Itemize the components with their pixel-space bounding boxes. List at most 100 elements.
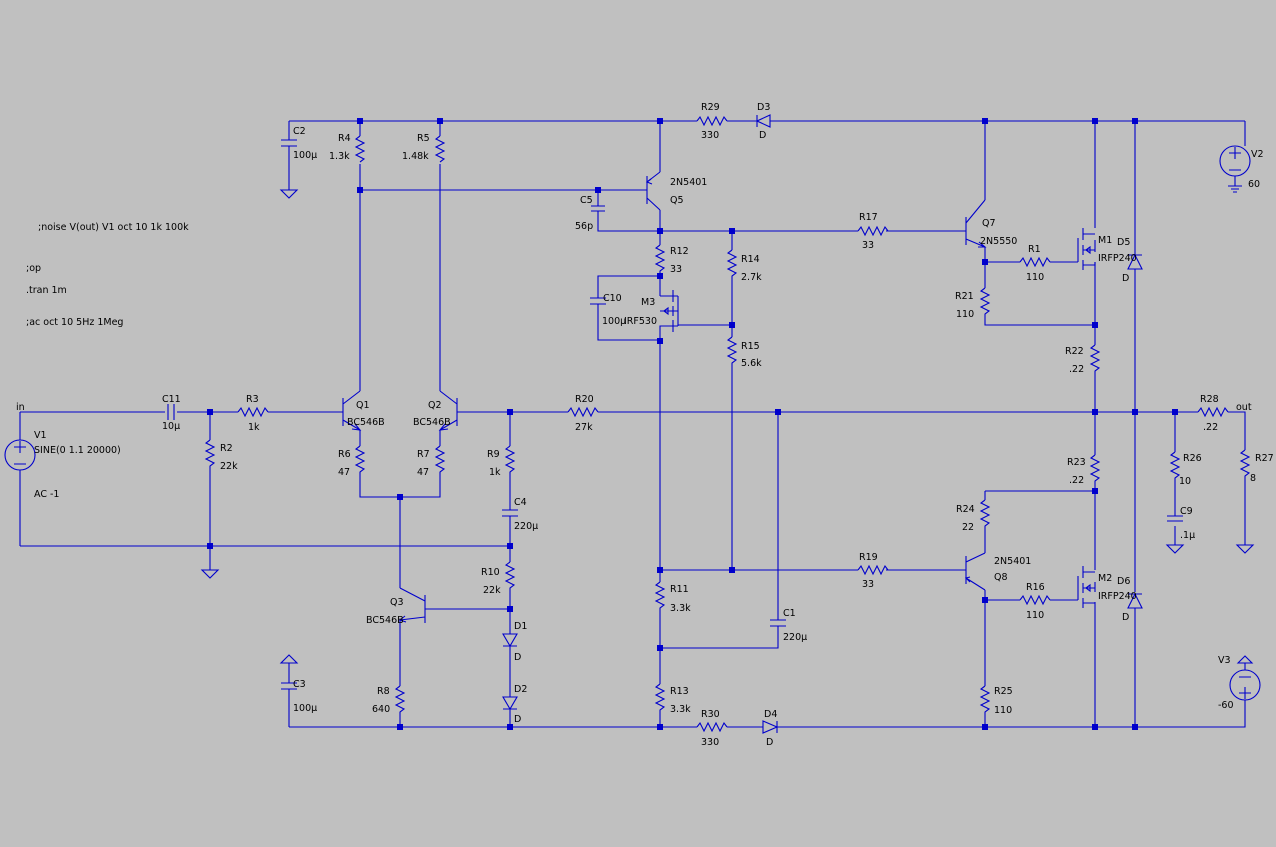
q5-name: Q5	[670, 195, 684, 206]
resistor-r3[interactable]	[237, 406, 269, 418]
resistor-r10[interactable]	[504, 561, 516, 594]
directive-tran[interactable]: .tran 1m	[26, 285, 67, 296]
capacitor-c3[interactable]	[281, 682, 297, 695]
resistor-r8[interactable]	[394, 685, 406, 716]
ground-icon	[1235, 544, 1255, 554]
c3-name: C3	[293, 679, 306, 690]
ground-icon	[1165, 544, 1185, 554]
r27-name: R27	[1255, 453, 1274, 464]
transistor-q3[interactable]	[398, 587, 436, 623]
v2-name: V2	[1251, 149, 1264, 160]
directive-ac[interactable]: ;ac oct 10 5Hz 1Meg	[26, 317, 123, 328]
directive-noise[interactable]: ;noise V(out) V1 oct 10 1k 100k	[38, 222, 189, 233]
v1-name: V1	[34, 430, 47, 441]
capacitor-c10[interactable]	[590, 297, 606, 314]
resistor-r5[interactable]	[434, 135, 446, 163]
r4-name: R4	[338, 133, 351, 144]
capacitor-c4[interactable]	[502, 509, 518, 520]
d1-value: D	[514, 652, 521, 663]
resistor-r7[interactable]	[434, 445, 446, 476]
resistor-r22[interactable]	[1089, 344, 1101, 376]
d3-value: D	[759, 130, 766, 141]
transistor-q1[interactable]	[336, 390, 362, 431]
resistor-r14[interactable]	[726, 249, 738, 282]
port-out-label: out	[1236, 402, 1252, 413]
resistor-r28[interactable]	[1197, 406, 1229, 418]
capacitor-c9[interactable]	[1167, 515, 1183, 522]
d6-name: D6	[1117, 576, 1130, 587]
m2-model: IRFP240	[1098, 591, 1137, 602]
source-v1[interactable]	[4, 439, 36, 471]
c2-value: 100µ	[293, 150, 317, 161]
resistor-r26[interactable]	[1169, 451, 1181, 484]
capacitor-c2[interactable]	[281, 139, 297, 152]
resistor-r19[interactable]	[857, 564, 889, 576]
c9-value: .1µ	[1180, 530, 1195, 541]
diode-d5[interactable]	[1127, 253, 1143, 270]
r17-value: 33	[862, 240, 874, 251]
transistor-q5[interactable]	[640, 171, 661, 211]
resistor-r29[interactable]	[696, 115, 728, 127]
r10-name: R10	[481, 567, 500, 578]
resistor-r23[interactable]	[1089, 454, 1101, 488]
d4-name: D4	[764, 709, 777, 720]
resistor-r27[interactable]	[1239, 449, 1251, 482]
resistor-r30[interactable]	[696, 721, 728, 733]
v3-value: -60	[1218, 700, 1234, 711]
resistor-r4[interactable]	[354, 135, 366, 163]
resistor-r12[interactable]	[654, 244, 666, 276]
resistor-r9[interactable]	[504, 445, 516, 478]
diode-d6[interactable]	[1127, 592, 1143, 609]
r23-value: .22	[1069, 475, 1084, 486]
mosfet-m1[interactable]	[1077, 228, 1096, 270]
resistor-r24[interactable]	[979, 499, 991, 532]
r6-value: 47	[338, 467, 350, 478]
r15-name: R15	[741, 341, 760, 352]
capacitor-c1[interactable]	[770, 619, 786, 630]
mosfet-m2[interactable]	[1077, 566, 1095, 608]
c9-name: C9	[1180, 506, 1193, 517]
source-v3[interactable]	[1229, 655, 1261, 701]
resistor-r13[interactable]	[654, 683, 666, 716]
r7-value: 47	[417, 467, 429, 478]
m3-model: IRF530	[624, 316, 657, 327]
r11-name: R11	[670, 584, 689, 595]
resistor-r2[interactable]	[204, 439, 216, 472]
resistor-r21[interactable]	[979, 287, 991, 320]
r22-value: .22	[1069, 364, 1084, 375]
r8-name: R8	[377, 686, 390, 697]
r29-value: 330	[701, 130, 719, 141]
diode-d3[interactable]	[755, 114, 771, 128]
resistor-r15[interactable]	[726, 336, 738, 370]
directive-op[interactable]: ;op	[26, 263, 41, 274]
transistor-q2[interactable]	[438, 390, 465, 431]
diode-d1[interactable]	[502, 633, 518, 648]
resistor-r20[interactable]	[567, 406, 599, 418]
source-v2[interactable]	[1219, 145, 1251, 193]
r21-value: 110	[956, 309, 974, 320]
resistor-r16[interactable]	[1019, 594, 1051, 606]
r21-name: R21	[955, 291, 974, 302]
transistor-q8[interactable]	[958, 552, 986, 591]
mosfet-m3[interactable]	[660, 290, 679, 332]
r14-value: 2.7k	[741, 272, 762, 283]
c11-name: C11	[162, 394, 181, 405]
r2-value: 22k	[220, 461, 238, 472]
resistor-r17[interactable]	[857, 225, 889, 237]
resistor-r6[interactable]	[354, 445, 366, 476]
resistor-r11[interactable]	[654, 581, 666, 614]
r5-value: 1.48k	[402, 151, 429, 162]
resistor-r1[interactable]	[1019, 256, 1051, 268]
diode-d2[interactable]	[502, 696, 518, 711]
d2-name: D2	[514, 684, 527, 695]
capacitor-c5[interactable]	[591, 205, 605, 216]
transistor-q7[interactable]	[958, 199, 987, 248]
capacitor-c11[interactable]	[167, 404, 175, 420]
resistors	[204, 115, 1251, 733]
q3-name: Q3	[390, 597, 404, 608]
r12-name: R12	[670, 246, 689, 257]
v1-value: SINE(0 1.1 20000)	[34, 445, 121, 456]
diode-d4[interactable]	[762, 720, 779, 734]
r5-name: R5	[417, 133, 430, 144]
resistor-r25[interactable]	[979, 685, 991, 716]
